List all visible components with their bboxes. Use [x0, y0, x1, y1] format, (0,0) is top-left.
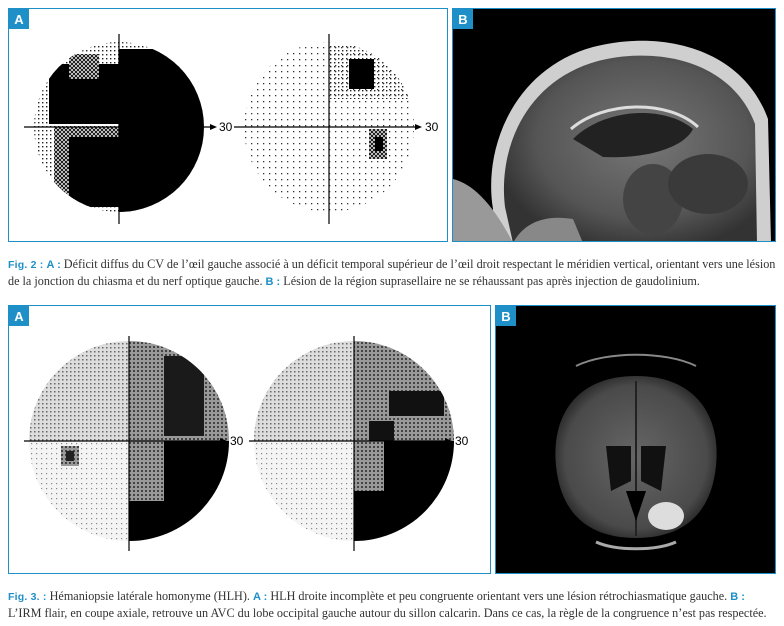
fig3-right-eye-field — [254, 341, 454, 541]
fig2-mri-sagittal-image — [453, 40, 771, 241]
fig3-caption-intro: Hémaniopsie latérale homonyme (HLH). — [49, 589, 250, 603]
fig2-caption: Fig. 2 : A : Déficit diffus du CV de l’œ… — [8, 257, 776, 290]
fig3-panel-b-tag: B — [496, 306, 516, 326]
fig2-panel-a: A — [8, 8, 448, 242]
fig2-axis-label-left: 30 — [219, 120, 233, 134]
fig2-axes — [24, 34, 419, 224]
fig3-axes — [24, 336, 449, 551]
fig3-caption-b-label: B : — [730, 591, 745, 603]
fig3-mri-axial-image — [555, 353, 717, 551]
fig2-axis-label-right: 30 — [425, 120, 439, 134]
fig3-caption: Fig. 3. : Hémaniopsie latérale homonyme … — [8, 589, 776, 621]
fig3-panel-b: B — [495, 305, 776, 574]
fig3-panel-a-tag: A — [9, 306, 29, 326]
fig3-panel-a: A — [8, 305, 491, 574]
fig2-caption-b-text: Lésion de la région suprasellaire ne se … — [283, 273, 700, 288]
fig2-panel-b-tag: B — [453, 9, 473, 29]
fig2-caption-a-label: A : — [46, 259, 61, 271]
fig2-caption-a-text: Déficit diffus du CV de l’œil gauche ass… — [8, 257, 776, 288]
fig2-panel-a-tag: A — [9, 9, 29, 29]
fig2-caption-label: Fig. 2 : — [8, 259, 44, 271]
fig3-visual-field-plots: 30 30 — [24, 336, 469, 551]
fig3-left-eye-field — [29, 341, 229, 541]
fig3-axis-label-left: 30 — [230, 434, 244, 448]
fig2-panel-b: B — [452, 8, 776, 242]
fig3-caption-label: Fig. 3. : — [8, 591, 47, 603]
fig3-caption-a-label: A : — [253, 591, 268, 603]
fig3-caption-b-text: L’IRM flair, en coupe axiale, retrouve u… — [8, 605, 767, 620]
fig2-caption-b-label: B : — [265, 275, 281, 288]
fig3-caption-a-text: HLH droite incomplète et peu congruente … — [270, 589, 728, 603]
fig2-visual-field-plots: 30 30 — [24, 34, 439, 224]
fig3-axis-label-right: 30 — [455, 434, 469, 448]
